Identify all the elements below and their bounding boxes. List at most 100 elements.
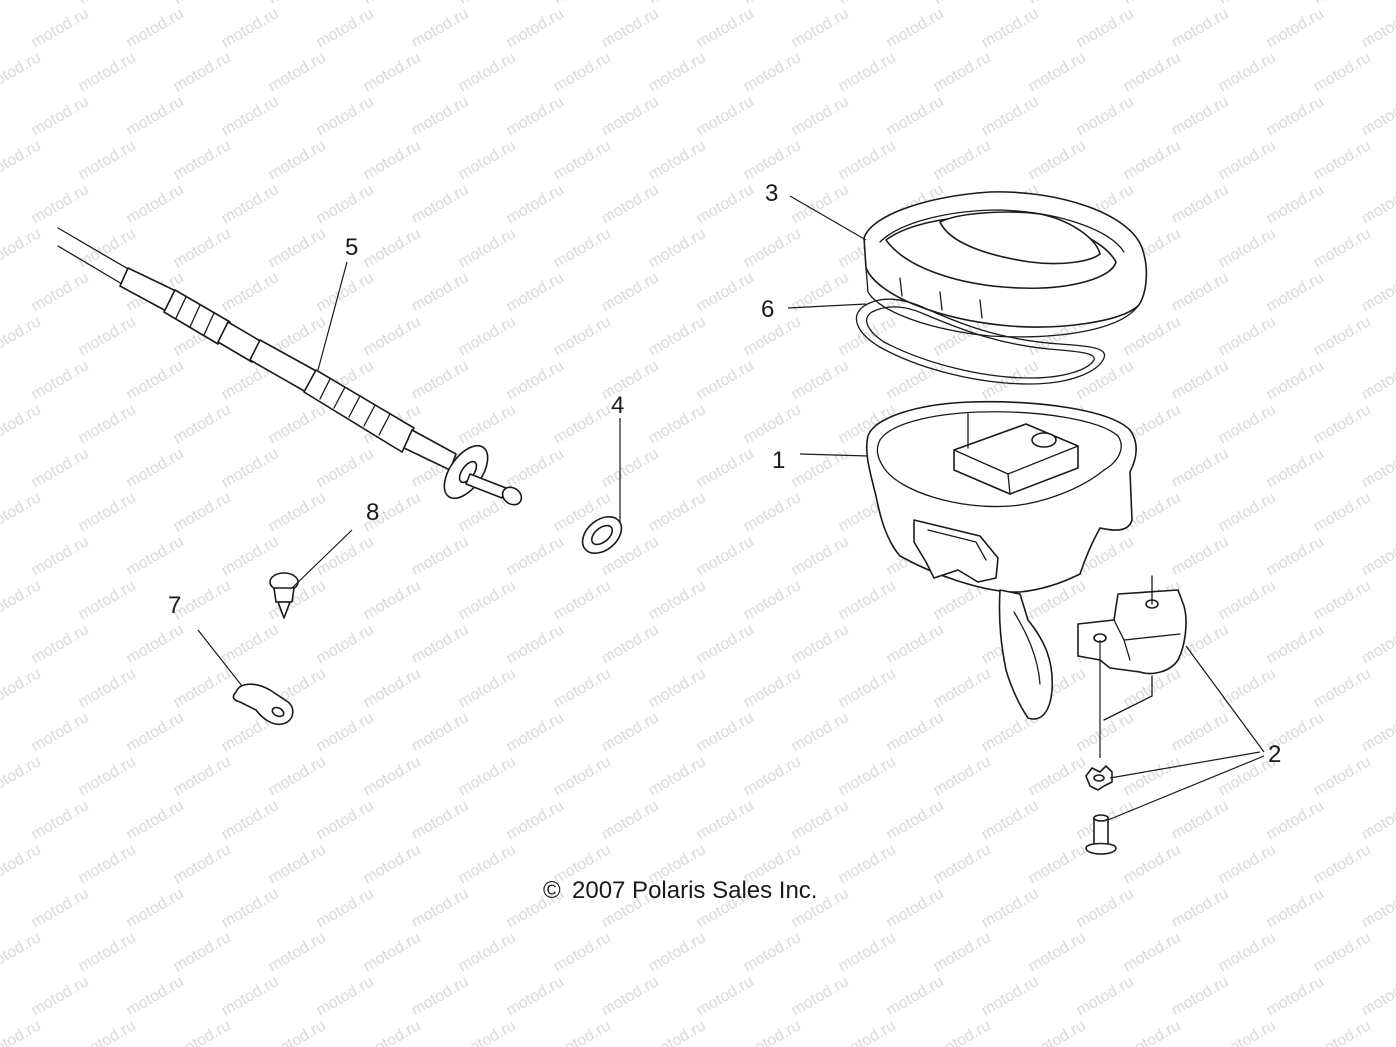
- watermark-text: motod.ru: [836, 665, 899, 711]
- watermark-text: motod.ru: [1216, 401, 1279, 447]
- watermark-text: motod.ru: [266, 0, 329, 7]
- watermark-text: motod.ru: [1121, 929, 1184, 975]
- watermark-text: motod.ru: [551, 1017, 614, 1047]
- screw: [1085, 814, 1117, 855]
- callout-8: 8: [366, 499, 379, 526]
- watermark-text: motod.ru: [171, 665, 234, 711]
- watermark-text: motod.ru: [836, 841, 899, 887]
- watermark-text: motod.ru: [29, 709, 92, 755]
- watermark-text: motod.ru: [1264, 445, 1327, 491]
- watermark-text: motod.ru: [76, 577, 139, 623]
- watermark-text: motod.ru: [1169, 709, 1232, 755]
- watermark-text: motod.ru: [0, 929, 44, 975]
- watermark-text: motod.ru: [266, 401, 329, 447]
- watermark-text: motod.ru: [314, 797, 377, 843]
- watermark-text: motod.ru: [409, 533, 472, 579]
- watermark-text: motod.ru: [789, 93, 852, 139]
- watermark-text: motod.ru: [76, 225, 139, 271]
- watermark-text: motod.ru: [1169, 93, 1232, 139]
- watermark-text: motod.ru: [741, 665, 804, 711]
- watermark-text: motod.ru: [741, 1017, 804, 1047]
- watermark-text: motod.ru: [1264, 93, 1327, 139]
- watermark-text: motod.ru: [1311, 577, 1374, 623]
- watermark-text: motod.ru: [0, 401, 44, 447]
- watermark-text: motod.ru: [124, 973, 187, 1019]
- watermark-text: motod.ru: [1311, 929, 1374, 975]
- watermark-text: motod.ru: [1216, 489, 1279, 535]
- watermark-text: motod.ru: [694, 709, 757, 755]
- watermark-text: motod.ru: [789, 709, 852, 755]
- callout-5: 5: [345, 234, 358, 261]
- watermark-text: motod.ru: [1311, 753, 1374, 799]
- watermark-text: motod.ru: [219, 269, 282, 315]
- watermark-text: motod.ru: [219, 621, 282, 667]
- watermark-text: motod.ru: [0, 665, 44, 711]
- watermark-text: motod.ru: [1359, 709, 1396, 755]
- watermark-text: motod.ru: [1169, 269, 1232, 315]
- watermark-text: motod.ru: [979, 885, 1042, 931]
- watermark-text: motod.ru: [29, 357, 92, 403]
- watermark-text: motod.ru: [0, 313, 44, 359]
- watermark-text: motod.ru: [219, 181, 282, 227]
- watermark-text: motod.ru: [741, 489, 804, 535]
- watermark-text: motod.ru: [1311, 313, 1374, 359]
- watermark-text: motod.ru: [1311, 1017, 1374, 1047]
- watermark-text: motod.ru: [884, 709, 947, 755]
- watermark-text: motod.ru: [409, 709, 472, 755]
- watermark-text: motod.ru: [1311, 841, 1374, 887]
- watermark-text: motod.ru: [884, 5, 947, 51]
- watermark-text: motod.ru: [836, 0, 899, 7]
- watermark-text: motod.ru: [836, 577, 899, 623]
- callout-6: 6: [761, 296, 774, 323]
- watermark-text: motod.ru: [789, 621, 852, 667]
- watermark-text: motod.ru: [314, 93, 377, 139]
- watermark-text: motod.ru: [741, 401, 804, 447]
- watermark-text: motod.ru: [456, 401, 519, 447]
- watermark-text: motod.ru: [1359, 5, 1396, 51]
- watermark-text: motod.ru: [836, 1017, 899, 1047]
- watermark-text: motod.ru: [599, 973, 662, 1019]
- watermark-text: motod.ru: [76, 753, 139, 799]
- watermark-text: motod.ru: [124, 797, 187, 843]
- callout-3: 3: [765, 180, 778, 207]
- watermark-text: motod.ru: [1264, 885, 1327, 931]
- watermark-text: motod.ru: [76, 489, 139, 535]
- watermark-text: motod.ru: [551, 137, 614, 183]
- watermark-text: motod.ru: [551, 313, 614, 359]
- watermark-text: motod.ru: [979, 5, 1042, 51]
- watermark-text: motod.ru: [266, 841, 329, 887]
- cable-clip: [232, 683, 294, 726]
- watermark-text: motod.ru: [1216, 313, 1279, 359]
- watermark-text: motod.ru: [1359, 445, 1396, 491]
- watermark-text: motod.ru: [76, 0, 139, 7]
- watermark-text: motod.ru: [124, 5, 187, 51]
- watermark-text: motod.ru: [551, 577, 614, 623]
- watermark-text: motod.ru: [789, 445, 852, 491]
- watermark-text: motod.ru: [789, 797, 852, 843]
- watermark-text: motod.ru: [1169, 445, 1232, 491]
- watermark-text: motod.ru: [409, 93, 472, 139]
- watermark-text: motod.ru: [599, 269, 662, 315]
- watermark-text: motod.ru: [314, 445, 377, 491]
- watermark-text: motod.ru: [931, 929, 994, 975]
- callout-1: 1: [772, 447, 785, 474]
- watermark-text: motod.ru: [694, 181, 757, 227]
- clamp-assembly: [1077, 575, 1187, 758]
- watermark-text: motod.ru: [361, 929, 424, 975]
- watermark-text: motod.ru: [171, 929, 234, 975]
- watermark-text: motod.ru: [646, 577, 709, 623]
- watermark-text: motod.ru: [266, 753, 329, 799]
- watermark-text: motod.ru: [76, 401, 139, 447]
- watermark-text: motod.ru: [1264, 357, 1327, 403]
- watermark-text: motod.ru: [0, 489, 44, 535]
- watermark-text: motod.ru: [1216, 841, 1279, 887]
- watermark-text: motod.ru: [409, 5, 472, 51]
- watermark-text: motod.ru: [836, 137, 899, 183]
- watermark-text: motod.ru: [1216, 665, 1279, 711]
- watermark-text: motod.ru: [694, 797, 757, 843]
- watermark-text: motod.ru: [76, 1017, 139, 1047]
- watermark-text: motod.ru: [219, 445, 282, 491]
- watermark-text: motod.ru: [741, 929, 804, 975]
- watermark-text: motod.ru: [29, 5, 92, 51]
- watermark-text: motod.ru: [694, 269, 757, 315]
